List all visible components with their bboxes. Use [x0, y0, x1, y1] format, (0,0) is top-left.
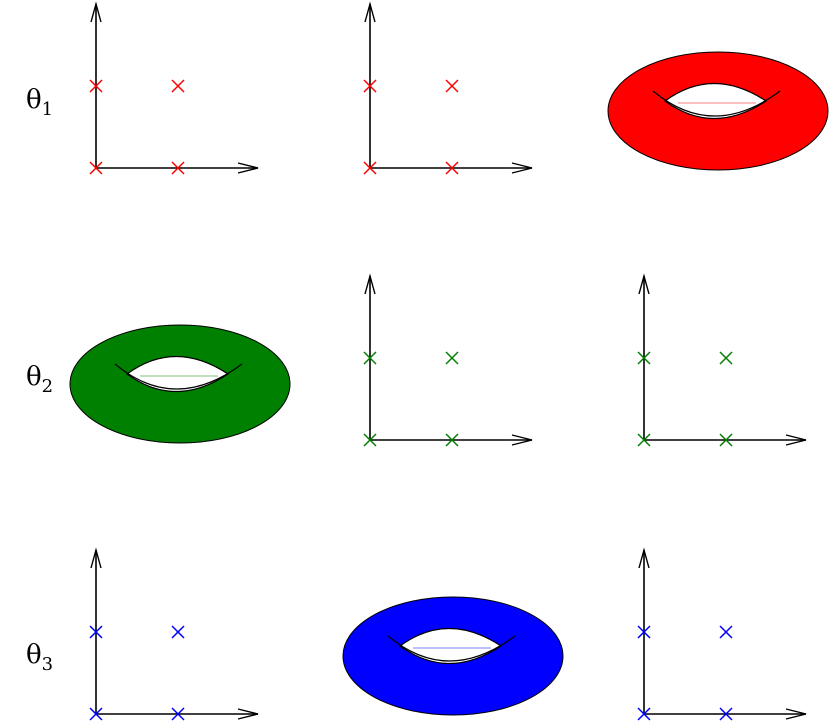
theta3-cell-2-torus	[342, 596, 564, 716]
row-label-theta3: θ3	[26, 640, 53, 675]
y-axis-arrowhead	[364, 1, 376, 23]
x-axis-arrowhead	[511, 434, 533, 446]
y-axis-arrowhead	[364, 273, 376, 295]
theta3-cell-3-grid	[637, 547, 807, 721]
theta1-cell-2-grid	[363, 1, 533, 175]
y-axis-arrowhead	[90, 1, 102, 23]
lattice-point-cross	[719, 351, 733, 365]
lattice-point-cross	[363, 79, 377, 93]
theta3-symbol: θ	[26, 640, 42, 670]
lattice-point-cross	[719, 433, 733, 447]
lattice-point-cross	[445, 79, 459, 93]
lattice-point-cross	[637, 351, 651, 365]
theta1-symbol: θ	[26, 85, 42, 115]
lattice-point-cross	[363, 433, 377, 447]
y-axis-arrowhead	[90, 547, 102, 569]
theta2-symbol: θ	[26, 362, 42, 392]
x-axis-arrowhead	[785, 434, 807, 446]
lattice-point-cross	[637, 625, 651, 639]
theta1-cell-1-grid	[89, 1, 259, 175]
theta2-cell-2-grid	[363, 273, 533, 447]
lattice-point-cross	[719, 625, 733, 639]
torus-seam	[114, 363, 243, 390]
y-axis-arrowhead	[638, 273, 650, 295]
x-axis-arrowhead	[237, 162, 259, 174]
theta2-cell-3-grid	[637, 273, 807, 447]
row-label-theta2: θ2	[26, 362, 53, 397]
y-axis-arrowhead	[638, 547, 650, 569]
x-axis-arrowhead	[785, 708, 807, 720]
lattice-point-cross	[171, 625, 185, 639]
lattice-point-cross	[637, 707, 651, 721]
lattice-point-cross	[637, 433, 651, 447]
lattice-point-cross	[89, 625, 103, 639]
torus-seam	[652, 90, 781, 117]
x-axis-arrowhead	[237, 708, 259, 720]
theta1-cell-3-torus	[607, 51, 829, 171]
lattice-point-cross	[89, 707, 103, 721]
torus-seam	[387, 635, 516, 662]
lattice-point-cross	[171, 79, 185, 93]
theta3-cell-1-grid	[89, 547, 259, 721]
lattice-point-cross	[719, 707, 733, 721]
theta2-cell-1-torus	[69, 324, 291, 444]
lattice-point-cross	[445, 161, 459, 175]
lattice-point-cross	[363, 351, 377, 365]
row-label-theta1: θ1	[26, 85, 53, 120]
lattice-point-cross	[89, 79, 103, 93]
lattice-point-cross	[445, 351, 459, 365]
lattice-point-cross	[171, 707, 185, 721]
theta1-subscript: 1	[42, 99, 53, 120]
lattice-point-cross	[89, 161, 103, 175]
theta3-subscript: 3	[42, 654, 53, 675]
theta2-subscript: 2	[42, 376, 53, 397]
cells-layer	[69, 1, 829, 721]
x-axis-arrowhead	[511, 162, 533, 174]
lattice-point-cross	[363, 161, 377, 175]
lattice-point-cross	[445, 433, 459, 447]
lattice-point-cross	[171, 161, 185, 175]
